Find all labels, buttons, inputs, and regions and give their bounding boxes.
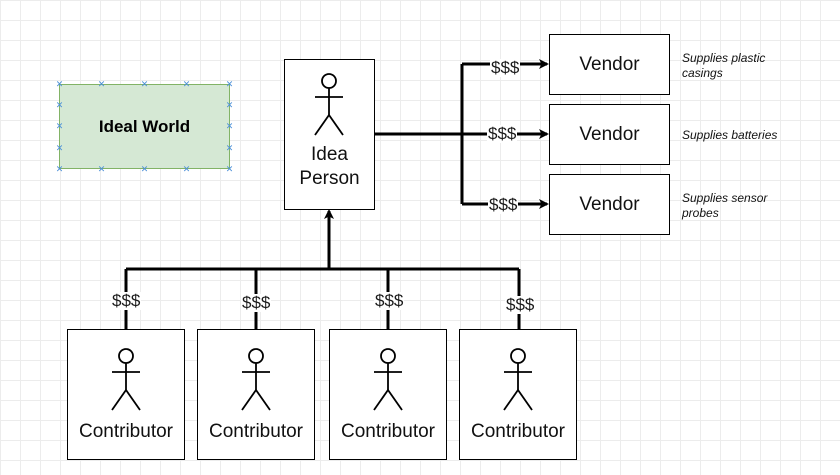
stick-figure-icon — [241, 348, 271, 411]
selection-handle[interactable]: ✕ — [182, 79, 191, 89]
selection-handle[interactable]: ✕ — [97, 164, 106, 174]
contributor-box[interactable]: Contributor — [67, 329, 185, 460]
selection-handle[interactable]: ✕ — [140, 164, 149, 174]
payment-label: $$$ — [111, 291, 142, 310]
selection-handle[interactable]: ✕ — [140, 79, 149, 89]
vendor-label: Vendor — [579, 123, 640, 145]
payment-label: $$$ — [490, 58, 521, 77]
contributor-label: Contributor — [471, 421, 565, 442]
vendor-label: Vendor — [579, 193, 640, 215]
selection-handle[interactable]: ✕ — [97, 79, 106, 89]
selection-handle[interactable]: ✕ — [225, 100, 234, 110]
stick-figure-icon — [111, 348, 141, 411]
selection-handle[interactable]: ✕ — [55, 79, 64, 89]
idea-person-label-line-1: Idea — [311, 144, 348, 165]
ideal-world-label: Ideal World — [98, 116, 191, 136]
contributor-label: Contributor — [79, 421, 173, 442]
contributor-label: Contributor — [209, 421, 303, 442]
stick-figure-icon — [314, 73, 344, 136]
selection-handle[interactable]: ✕ — [225, 79, 234, 89]
idea-person-label-line-2: Person — [299, 168, 360, 189]
payment-label: $$$ — [488, 195, 519, 214]
stick-figure-icon — [373, 348, 403, 411]
vendor-box[interactable]: Vendor — [549, 104, 670, 165]
selection-handle[interactable]: ✕ — [225, 121, 234, 131]
payment-label: $$$ — [241, 293, 272, 312]
stick-figure-icon — [503, 348, 533, 411]
selection-handle[interactable]: ✕ — [225, 164, 234, 174]
contributor-label: Contributor — [341, 421, 435, 442]
contributor-box[interactable]: Contributor — [459, 329, 577, 460]
selection-handle[interactable]: ✕ — [55, 121, 64, 131]
vendor-note: Supplies plastic casings — [682, 51, 766, 80]
vendor-note: Supplies sensor probes — [682, 191, 768, 220]
payment-label: $$$ — [374, 291, 405, 310]
payment-label: $$$ — [505, 295, 536, 314]
selection-handle[interactable]: ✕ — [55, 164, 64, 174]
idea-person-box[interactable]: Idea Person — [284, 59, 375, 210]
selection-handle[interactable]: ✕ — [55, 143, 64, 153]
ideal-world-box[interactable]: Ideal World — [59, 84, 230, 169]
vendor-label: Vendor — [579, 53, 640, 75]
vendor-box[interactable]: Vendor — [549, 174, 670, 235]
vendor-box[interactable]: Vendor — [549, 34, 670, 95]
contributor-box[interactable]: Contributor — [197, 329, 315, 460]
contributor-box[interactable]: Contributor — [329, 329, 447, 460]
selection-handle[interactable]: ✕ — [55, 100, 64, 110]
vendor-note: Supplies batteries — [682, 128, 778, 142]
selection-handle[interactable]: ✕ — [182, 164, 191, 174]
selection-handle[interactable]: ✕ — [225, 143, 234, 153]
payment-label: $$$ — [487, 124, 518, 143]
